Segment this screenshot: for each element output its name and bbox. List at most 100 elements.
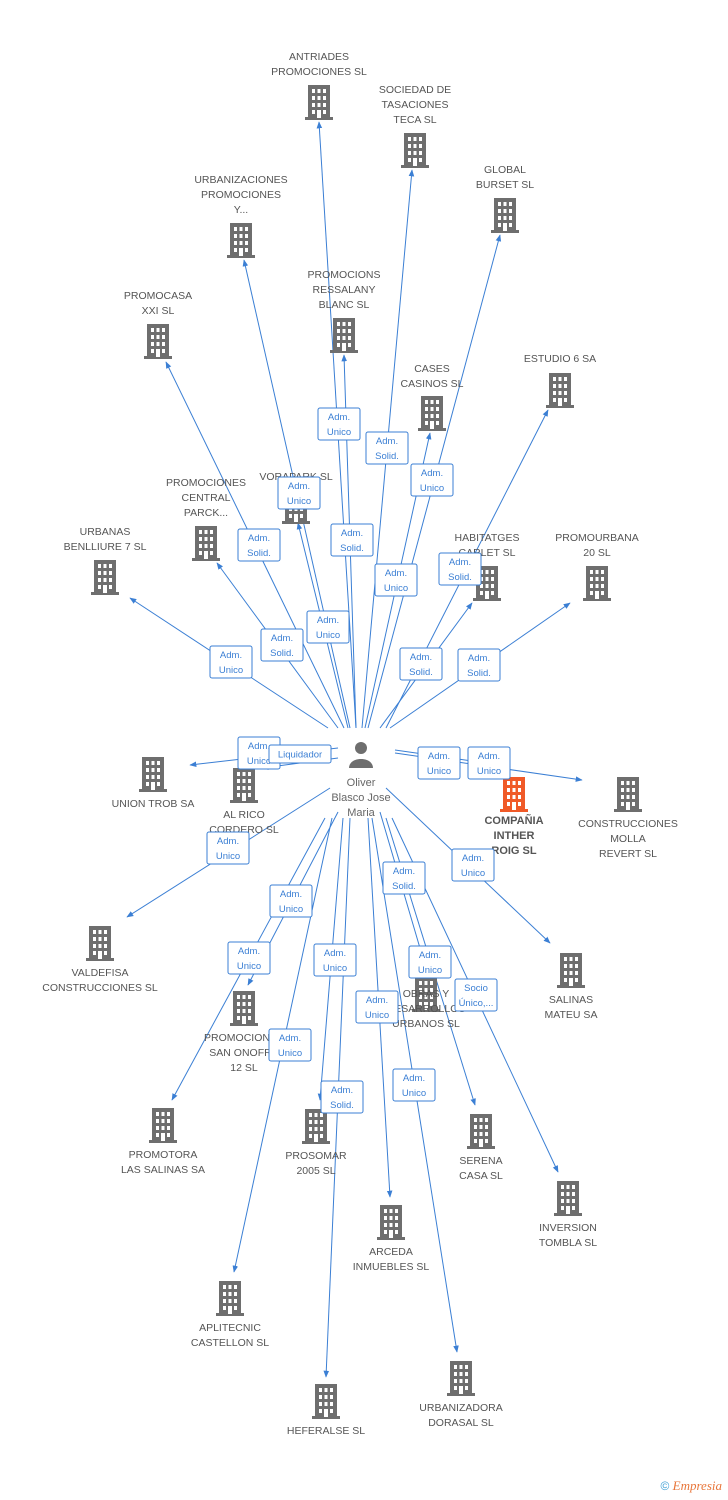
- building-icon: [614, 777, 642, 812]
- company-name-line: BENLLIURE 7 SL: [64, 541, 147, 553]
- company-name-line: ARCEDA: [369, 1246, 413, 1258]
- edge-label-text: Solid.: [448, 572, 472, 583]
- edge-label-box: [382, 861, 426, 895]
- edge-label[interactable]: Adm.Unico: [467, 746, 511, 780]
- edge-label-text: Socio: [464, 983, 488, 994]
- company-name-line: INMUEBLES SL: [353, 1261, 430, 1273]
- edge-label-box: [268, 1028, 312, 1062]
- company-name-line: XXI SL: [142, 305, 175, 317]
- building-icon: [377, 1205, 405, 1240]
- company-node[interactable]: URBANIZACIONESPROMOCIONESY...: [194, 174, 288, 258]
- edge-label-box: [320, 1080, 364, 1114]
- edge-label[interactable]: Adm.Unico: [392, 1068, 436, 1102]
- edge-label[interactable]: Adm.Solid.: [399, 647, 443, 681]
- building-icon: [91, 560, 119, 595]
- edge-label[interactable]: Adm.Unico: [417, 746, 461, 780]
- brand-logo[interactable]: Empresia: [672, 1478, 722, 1493]
- company-name-line: 2005 SL: [296, 1165, 335, 1177]
- company-name-line: PROMOCIONES: [201, 189, 281, 201]
- building-icon: [491, 198, 519, 233]
- company-name-line: VALDEFISA: [72, 967, 129, 979]
- building-icon: [557, 953, 585, 988]
- building-icon: [330, 318, 358, 353]
- edge-label[interactable]: Adm.Unico: [306, 610, 350, 644]
- edge-label[interactable]: Adm.Solid.: [320, 1080, 364, 1114]
- edge-label[interactable]: Adm.Unico: [410, 463, 454, 497]
- edge-label[interactable]: Adm.Unico: [227, 941, 271, 975]
- edge-label[interactable]: Adm.Solid.: [365, 431, 409, 465]
- edge-label[interactable]: Adm.Solid.: [260, 628, 304, 662]
- edge-label-text: Unico: [237, 961, 261, 972]
- edge-label-text: Unico: [287, 496, 311, 507]
- company-name-line: CONSTRUCCIONES SL: [42, 982, 158, 994]
- edge-label-text: Adm.: [324, 948, 346, 959]
- edge-label[interactable]: Adm.Unico: [209, 645, 253, 679]
- edge-label[interactable]: Adm.Unico: [408, 945, 452, 979]
- building-icon: [144, 324, 172, 359]
- edge-label[interactable]: Adm.Unico: [313, 943, 357, 977]
- edge-label-box: [451, 848, 495, 882]
- person-icon: [349, 759, 373, 768]
- edge-label-text: Adm.: [220, 650, 242, 661]
- edge-label[interactable]: Adm.Solid.: [382, 861, 426, 895]
- company-name-line: URBANIZADORA: [419, 1402, 502, 1414]
- edge-label[interactable]: Adm.Unico: [268, 1028, 312, 1062]
- edge-label-box: [269, 884, 313, 918]
- edge-label[interactable]: Adm.Solid.: [457, 648, 501, 682]
- company-node[interactable]: ESTUDIO 6 SA: [524, 353, 596, 408]
- building-icon: [467, 1114, 495, 1149]
- edge-label[interactable]: Liquidador: [268, 744, 332, 764]
- edge-label[interactable]: Adm.Unico: [277, 476, 321, 510]
- company-node[interactable]: HEFERALSE SL: [287, 1384, 365, 1437]
- edge-label-text: Adm.: [449, 557, 471, 568]
- building-icon: [192, 526, 220, 561]
- building-icon: [230, 991, 258, 1026]
- edge-label-box: [206, 831, 250, 865]
- company-node[interactable]: VALDEFISA CONSTRUCCIONES SL: [42, 926, 158, 994]
- company-node[interactable]: ARCEDA INMUEBLES SL: [353, 1205, 430, 1273]
- edge-label[interactable]: Adm.Solid.: [330, 523, 374, 557]
- edge-label-text: Solid.: [467, 668, 491, 679]
- edge-label[interactable]: Adm.Unico: [206, 831, 250, 865]
- edge-label[interactable]: Adm.Unico: [269, 884, 313, 918]
- edge-label[interactable]: Adm.Unico: [355, 990, 399, 1024]
- edge-label[interactable]: Adm.Unico: [317, 407, 361, 441]
- edge-label-text: Unico: [216, 851, 240, 862]
- edge-label[interactable]: Adm.Solid.: [237, 528, 281, 562]
- company-node[interactable]: UNION TROB SA: [112, 757, 195, 810]
- company-name-line: DESARROLLOS: [387, 1003, 466, 1015]
- person-name-line-1: Oliver: [347, 777, 376, 789]
- edge-label-box: [399, 647, 443, 681]
- company-node[interactable]: PROMOCIONESCENTRALPARCK...: [166, 477, 246, 561]
- edge-label-text: Unico: [477, 766, 501, 777]
- edge-label-box: [454, 978, 498, 1012]
- edge-label[interactable]: Adm. Solid.: [438, 552, 482, 586]
- edge-label-text: Adm.: [341, 528, 363, 539]
- edge-label-text: Solid.: [270, 648, 294, 659]
- edge-label[interactable]: SocioÚnico,...: [454, 978, 498, 1012]
- edge-label[interactable]: Adm.Unico: [451, 848, 495, 882]
- edge-label[interactable]: Adm.Unico: [374, 563, 418, 597]
- person-node[interactable]: Oliver Blasco Jose Maria: [331, 742, 391, 819]
- company-name-line: COMPAÑIA: [484, 814, 543, 827]
